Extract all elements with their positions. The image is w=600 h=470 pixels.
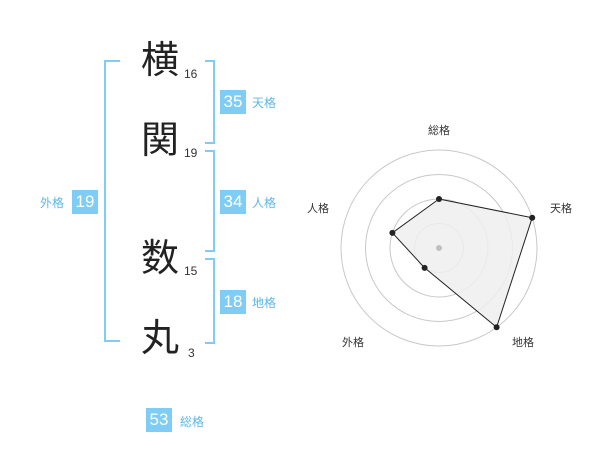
radar-chart [340,149,538,347]
radar-series-polygon [391,198,533,329]
soukaku-label: 総格 [180,415,205,429]
radar-axis-label-gaikaku: 外格 [342,336,364,349]
stroke-count-3: 15 [184,264,198,278]
radar-point-5 [389,229,396,236]
gaikaku-value: 19 [72,190,98,214]
name-char-1: 横 [141,38,180,82]
tenkaku-value: 35 [220,90,246,114]
stroke-count-2: 19 [184,146,198,160]
jinkaku-bracket [205,150,215,252]
radar-point-1 [436,196,442,202]
soukaku-value: 53 [146,408,172,432]
radar-axis-label-jinkaku: 人格 [307,202,329,215]
chikaku-label: 地格 [252,296,277,310]
tenkaku-label: 天格 [252,96,277,110]
stroke-count-4: 3 [188,346,195,360]
stroke-count-1: 16 [184,67,198,81]
radar-ring-4 [340,149,538,347]
radar-points [389,196,536,331]
jinkaku-label: 人格 [252,196,277,210]
gaikaku-bracket [104,60,120,342]
name-char-4: 丸 [141,316,180,360]
radar-center-dot [436,245,442,251]
radar-axis-label-tenkaku: 天格 [550,202,572,215]
tenkaku-bracket [205,60,215,144]
name-char-2: 関 [141,118,180,162]
chikaku-value: 18 [220,290,246,314]
radar-axis-label-soukaku: 総格 [428,124,450,137]
radar-point-2 [529,214,536,221]
radar-point-4 [421,264,428,271]
jinkaku-value: 34 [220,190,246,214]
chikaku-bracket [205,258,215,344]
radar-axis-label-chikaku: 地格 [512,336,534,349]
radar-point-3 [493,324,500,331]
name-char-3: 数 [141,236,180,280]
gaikaku-label: 外格 [40,196,65,210]
